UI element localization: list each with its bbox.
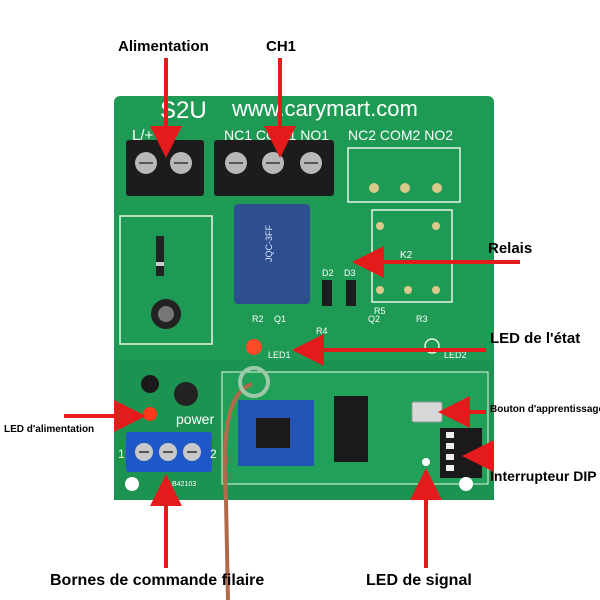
r4-label: R4 — [316, 326, 328, 336]
label-alimentation: Alimentation — [118, 38, 209, 55]
transistor-icon — [141, 375, 159, 393]
label-interrupteur-dip: Interrupteur DIP — [490, 468, 597, 484]
d2-component — [322, 280, 332, 306]
mounting-hole — [459, 477, 473, 491]
status-led — [246, 339, 262, 355]
label-led-alimentation: LED d'alimentation — [4, 424, 95, 435]
relay-ch1: JQC-3FF — [234, 204, 310, 304]
capacitor — [151, 299, 181, 329]
led2-footprint — [424, 338, 440, 354]
rf-chip — [256, 418, 290, 448]
q2-label: Q2 — [368, 314, 380, 324]
pin1-label: 1 — [118, 447, 125, 461]
power-led — [143, 407, 157, 421]
mounting-hole — [125, 477, 139, 491]
wired-control-terminal — [126, 432, 212, 472]
power-capacitor — [174, 382, 198, 406]
label-led-signal: LED de signal — [366, 572, 472, 589]
annotation-arrows — [64, 58, 520, 568]
mcu-chip — [334, 396, 368, 462]
pin2-label: 2 — [210, 447, 217, 461]
d2-label: D2 — [322, 268, 334, 278]
label-bouton-apprentissage: Bouton d'apprentissage — [490, 404, 600, 415]
antenna-coil — [238, 366, 270, 398]
led1-label: LED1 — [268, 350, 291, 360]
led2-label: LED2 — [444, 350, 467, 360]
ch2-terminal-label: NC2 COM2 NO2 — [348, 127, 453, 143]
diode — [156, 236, 164, 276]
power-supply-outline — [119, 215, 213, 345]
q1-label: Q1 — [274, 314, 286, 324]
r2-label: R2 — [252, 314, 264, 324]
power-label: power — [176, 411, 214, 427]
label-relais: Relais — [488, 240, 533, 257]
ch2-empty-footprint: K2 — [347, 147, 461, 303]
label-bornes-commande: Bornes de commande filaire — [50, 572, 265, 589]
learn-button — [411, 401, 443, 423]
date-code-label: B42103 — [172, 481, 196, 488]
svg-text:JQC-3FF: JQC-3FF — [264, 225, 274, 263]
r3-label: R3 — [416, 314, 428, 324]
ch1-terminal-block — [214, 140, 334, 196]
label-led-etat: LED de l'état — [490, 330, 581, 347]
label-ch1: CH1 — [266, 38, 297, 55]
svg-text:K2: K2 — [400, 250, 413, 261]
r5-label: R5 — [374, 306, 386, 316]
d3-component — [346, 280, 356, 306]
d3-label: D3 — [344, 268, 356, 278]
dip-switch — [440, 428, 482, 478]
website-label: www.carymart.com — [231, 96, 418, 121]
signal-led — [422, 458, 430, 466]
